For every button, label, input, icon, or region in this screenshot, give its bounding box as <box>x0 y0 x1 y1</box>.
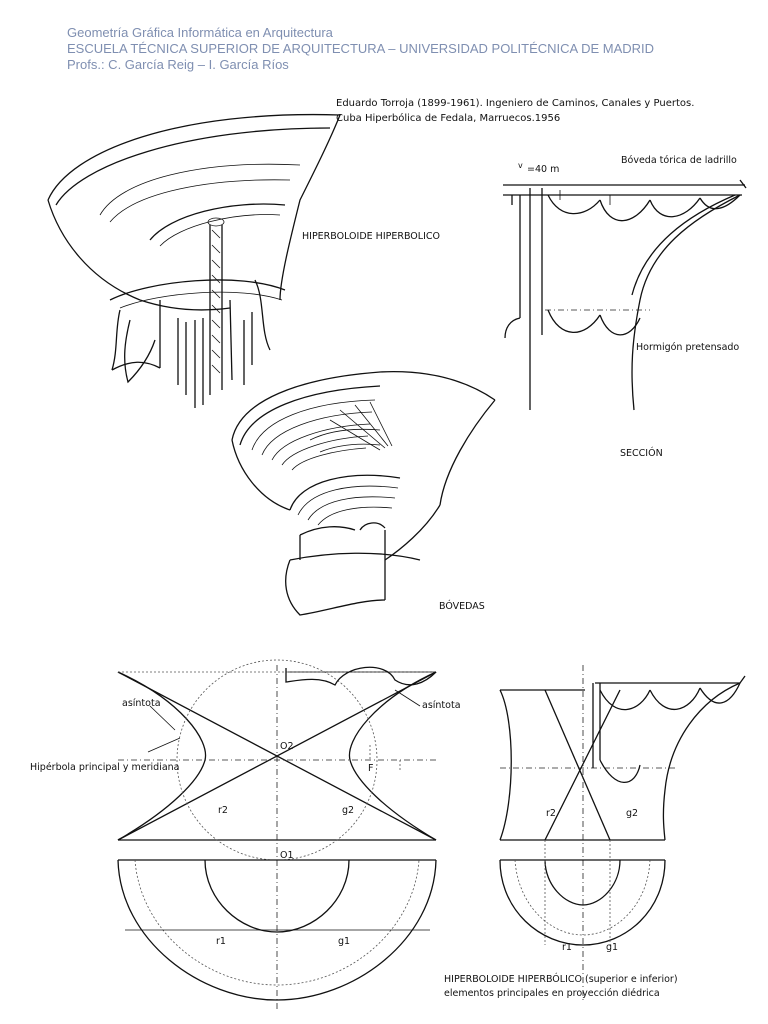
professors: Profs.: C. García Reig – I. García Ríos <box>67 57 289 72</box>
label-boveda-torica: Bóveda tórica de ladrillo <box>621 155 737 166</box>
label-o1: O1 <box>280 850 294 861</box>
label-hiperboloide: HIPERBOLOIDE HIPERBOLICO <box>302 231 440 242</box>
label-g2-right: g2 <box>626 808 639 819</box>
label-r1: r1 <box>216 936 226 947</box>
label-r2: r2 <box>218 805 228 816</box>
bottom-caption-title: HIPERBOLOIDE HIPERBÓLICO (superior e inf… <box>444 974 678 985</box>
course-title: Geometría Gráfica Informática en Arquite… <box>67 25 333 40</box>
label-hiperbola: Hipérbola principal y meridiana <box>30 762 180 773</box>
caption-author: Eduardo Torroja (1899-1961). Ingeniero d… <box>336 98 695 109</box>
label-height-mark: v <box>518 161 523 170</box>
label-f: F <box>368 763 374 774</box>
label-g2: g2 <box>342 805 355 816</box>
label-seccion: SECCIÓN <box>620 448 663 459</box>
hyperbola-projection <box>117 659 437 1010</box>
label-r2-right: r2 <box>546 808 556 819</box>
school-title: ESCUELA TÉCNICA SUPERIOR DE ARQUITECTURA… <box>67 41 655 56</box>
label-o2: O2 <box>280 741 294 752</box>
label-hormigon: Hormigón pretensado <box>636 342 740 353</box>
label-bovedas: BÓVEDAS <box>439 601 485 612</box>
caption-work: Cuba Hiperbólica de Fedala, Marruecos.19… <box>336 113 561 124</box>
hyperboloid-projection <box>499 665 746 1000</box>
vaults-perspective <box>231 371 496 616</box>
bottom-caption-subtitle: elementos principales en proyección diéd… <box>444 988 660 999</box>
label-asintota-left: asíntota <box>122 698 161 709</box>
label-r1-right: r1 <box>562 942 572 953</box>
label-height: =40 m <box>527 164 560 175</box>
label-asintota-right: asíntota <box>422 700 461 711</box>
section-drawing <box>503 179 747 411</box>
tower-perspective <box>47 113 341 408</box>
label-g1-right: g1 <box>606 942 619 953</box>
label-g1: g1 <box>338 936 351 947</box>
